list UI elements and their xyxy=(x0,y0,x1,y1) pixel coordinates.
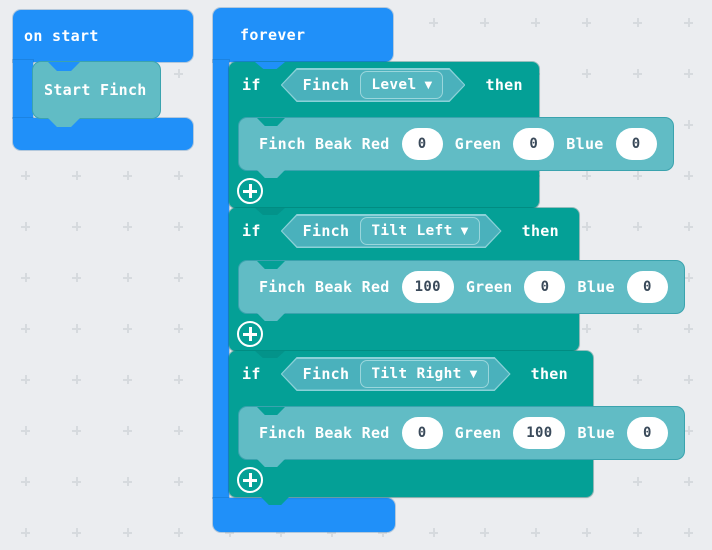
forever-block[interactable]: forever xyxy=(213,8,393,62)
beak-green-label: Green xyxy=(454,423,502,442)
finch-condition-hexagon[interactable]: Finch Tilt Right ▼ xyxy=(281,357,511,391)
then-label: then xyxy=(530,364,568,383)
block-tab xyxy=(257,170,285,178)
condition-dropdown[interactable]: Tilt Right ▼ xyxy=(360,360,488,388)
forever-label: forever xyxy=(240,25,306,44)
condition-dropdown[interactable]: Tilt Left ▼ xyxy=(360,217,479,245)
block-notch xyxy=(255,208,285,215)
block-notch xyxy=(255,62,285,69)
red-value-input[interactable]: 0 xyxy=(401,128,443,160)
on-start-footer xyxy=(13,118,193,150)
beak-green-label: Green xyxy=(454,134,502,153)
blue-value-input[interactable]: 0 xyxy=(615,128,657,160)
on-start-label: on start xyxy=(24,26,99,45)
finch-beak-block[interactable]: Finch Beak Red 100 Green 0 Blue 0 xyxy=(239,261,684,321)
if-header: if Finch Level ▼ then xyxy=(229,62,539,108)
block-notch xyxy=(257,261,285,269)
beak-red-label: Finch Beak Red xyxy=(259,134,390,153)
block-tab xyxy=(257,459,285,467)
if-header: if Finch Tilt Right ▼ then xyxy=(229,351,593,397)
red-value-input[interactable]: 0 xyxy=(401,417,443,449)
add-branch-button[interactable] xyxy=(237,467,263,493)
if-block-tilt-left[interactable]: if Finch Tilt Left ▼ then Finch Beak Red… xyxy=(229,208,684,351)
finch-condition-hexagon[interactable]: Finch Tilt Left ▼ xyxy=(281,214,502,248)
finch-label: Finch xyxy=(302,364,350,383)
on-start-block[interactable]: on start xyxy=(13,10,193,62)
block-tab xyxy=(257,313,285,321)
chevron-down-icon: ▼ xyxy=(460,225,469,237)
add-branch-button[interactable] xyxy=(237,178,263,204)
beak-green-label: Green xyxy=(465,277,513,296)
beak-red-label: Finch Beak Red xyxy=(259,423,390,442)
add-branch-button[interactable] xyxy=(237,321,263,347)
on-start-spine xyxy=(13,60,33,118)
finch-beak-block[interactable]: Finch Beak Red 0 Green 0 Blue 0 xyxy=(239,118,673,178)
finch-label: Finch xyxy=(302,75,350,94)
if-label: if xyxy=(242,75,261,94)
block-tab xyxy=(261,497,289,505)
finch-beak-block[interactable]: Finch Beak Red 0 Green 100 Blue 0 xyxy=(239,407,684,467)
if-label: if xyxy=(242,221,261,240)
blue-value-input[interactable]: 0 xyxy=(626,271,668,303)
beak-blue-label: Blue xyxy=(566,134,604,153)
if-header: if Finch Tilt Left ▼ then xyxy=(229,208,579,254)
forever-footer xyxy=(213,498,395,532)
beak-red-label: Finch Beak Red xyxy=(259,277,390,296)
then-label: then xyxy=(521,221,559,240)
start-finch-label: Start Finch xyxy=(44,80,147,99)
block-notch xyxy=(257,118,285,126)
green-value-input[interactable]: 0 xyxy=(513,128,555,160)
condition-dropdown[interactable]: Level ▼ xyxy=(360,71,443,99)
start-finch-block[interactable]: Start Finch xyxy=(33,62,160,127)
red-value-input[interactable]: 100 xyxy=(401,271,454,303)
forever-spine xyxy=(213,60,229,498)
green-value-input[interactable]: 100 xyxy=(513,417,566,449)
blue-value-input[interactable]: 0 xyxy=(626,417,668,449)
condition-value: Tilt Left xyxy=(371,222,453,239)
block-tab xyxy=(48,118,80,127)
finch-label: Finch xyxy=(302,221,350,240)
chevron-down-icon: ▼ xyxy=(469,368,478,380)
condition-value: Tilt Right xyxy=(371,365,462,382)
chevron-down-icon: ▼ xyxy=(424,79,433,91)
beak-blue-label: Blue xyxy=(577,423,615,442)
if-label: if xyxy=(242,364,261,383)
condition-value: Level xyxy=(371,76,417,93)
block-notch xyxy=(257,407,285,415)
block-notch xyxy=(48,62,80,71)
if-block-level[interactable]: if Finch Level ▼ then Finch Beak Red 0 G… xyxy=(229,62,673,208)
if-block-tilt-right[interactable]: if Finch Tilt Right ▼ then Finch Beak Re… xyxy=(229,351,684,505)
block-notch xyxy=(255,351,285,358)
beak-blue-label: Blue xyxy=(577,277,615,296)
then-label: then xyxy=(485,75,523,94)
finch-condition-hexagon[interactable]: Finch Level ▼ xyxy=(281,68,466,102)
green-value-input[interactable]: 0 xyxy=(524,271,566,303)
